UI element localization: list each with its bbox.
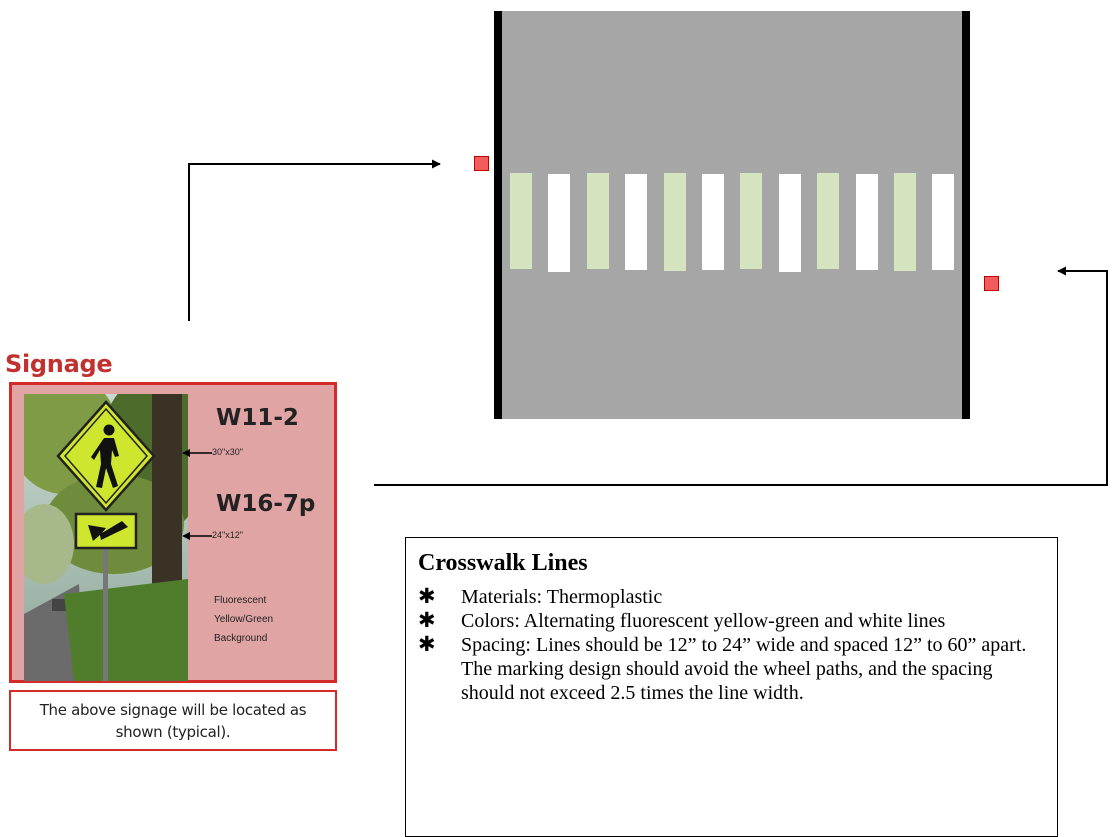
sign1-size: 30"x30" [212,447,243,457]
crosswalk-lines-title: Crosswalk Lines [418,550,588,576]
sign2-size: 24"x12" [212,530,243,540]
crosswalk-stripe-yellow-green [664,173,686,271]
list-item-text: Colors: Alternating fluorescent yellow-g… [461,610,946,632]
sign1-code: W11-2 [216,405,299,431]
leader-arrow-right [374,266,1108,486]
crosswalk-stripe-yellow-green [510,173,532,269]
signage-caption: The above signage will be located as sho… [39,700,307,741]
asterisk-bullet-icon: ✱ [418,584,436,608]
crosswalk-stripe-white [856,174,878,270]
list-item: ✱ Spacing: Lines should be 12” to 24” wid… [418,632,1048,705]
crosswalk-stripe-white [625,174,647,270]
crosswalk-stripe-white [932,174,954,270]
crosswalk-lines-list: ✱ Materials: Thermoplastic ✱ Colors: Alter… [418,584,1048,705]
crosswalk-stripe-white [548,174,570,272]
sign-note-line: Fluorescent [214,595,267,606]
road-surface [497,11,970,419]
crosswalk-stripe-white [779,174,801,272]
sign2-code: W16-7p [216,491,316,517]
crosswalk-stripe-yellow-green [894,173,916,271]
sign1-pointer [182,449,212,457]
sign-note-line: Yellow/Green [214,614,274,625]
signage-caption-box: The above signage will be located as sho… [9,690,337,751]
list-item-text: Materials: Thermoplastic [461,586,663,608]
list-item-text: Spacing: Lines should be 12” to 24” wide… [461,634,1027,704]
sign-background-note: Fluorescent Yellow/Green Background [214,591,273,648]
sign-note-line: Background [214,633,268,644]
asterisk-bullet-icon: ✱ [418,632,436,656]
sign-photo [24,394,188,681]
sign2-pointer [182,532,212,540]
leader-arrow-left [188,159,441,321]
crosswalk-stripe-yellow-green [587,173,609,269]
crosswalk-stripe-yellow-green [740,173,762,269]
list-item: ✱ Colors: Alternating fluorescent yellow-… [418,608,1048,633]
curb-line-right [962,11,970,419]
sign-location-marker-left [474,156,489,171]
list-item: ✱ Materials: Thermoplastic [418,584,1048,609]
curb-line-left [494,11,502,419]
signage-title: Signage [5,350,113,378]
crosswalk-stripe-yellow-green [817,173,839,269]
sign-location-marker-right [984,276,999,291]
crosswalk-stripe-white [702,174,724,270]
asterisk-bullet-icon: ✱ [418,608,436,632]
crosswalk-lines-box: Crosswalk Lines ✱ Materials: Thermoplasti… [405,537,1058,837]
